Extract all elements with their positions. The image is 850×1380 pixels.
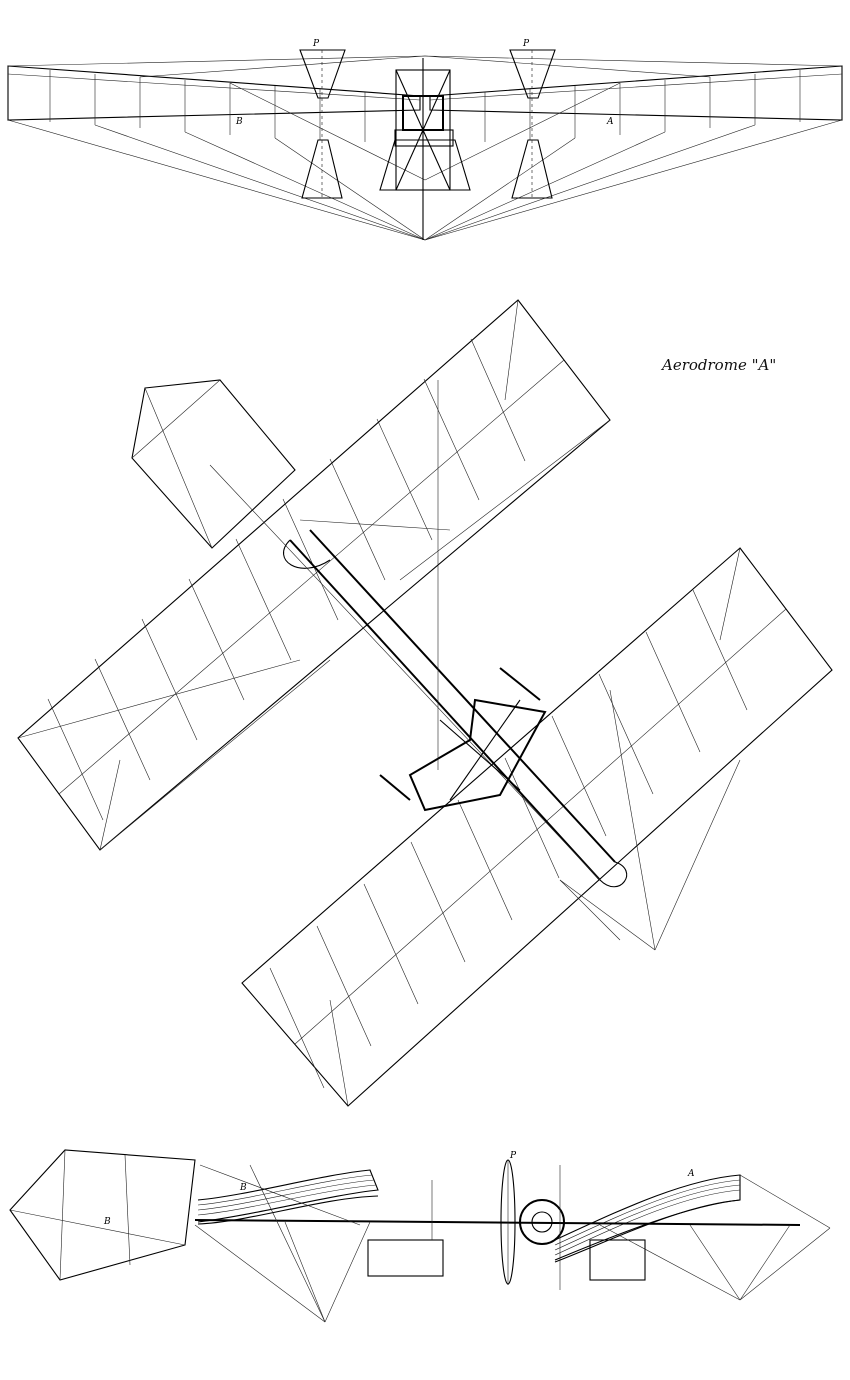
front-propeller-left bbox=[299, 49, 346, 199]
plan-engine-block bbox=[408, 698, 547, 812]
front-right-wing bbox=[429, 65, 843, 142]
plan-front-wing bbox=[241, 547, 833, 1107]
plan-rigging bbox=[17, 380, 741, 951]
plan-view bbox=[17, 299, 833, 1107]
side-label-b-wing: B bbox=[239, 1183, 247, 1193]
front-elevation-view: P P B A bbox=[7, 39, 843, 241]
drawing-caption: Aerodrome "A" bbox=[662, 356, 777, 374]
plan-rear-wing bbox=[17, 299, 611, 851]
side-rear-wing-ribs bbox=[197, 1169, 379, 1225]
plan-propellers bbox=[379, 667, 541, 801]
front-label-a: A bbox=[606, 117, 614, 127]
front-label-p-right: P bbox=[522, 39, 530, 49]
front-label-p-left: P bbox=[312, 39, 320, 49]
plan-fuselage bbox=[209, 464, 628, 888]
plan-tail bbox=[131, 379, 296, 549]
front-propeller-right bbox=[509, 49, 556, 199]
front-bracing-wires bbox=[7, 55, 843, 241]
front-left-wing bbox=[7, 65, 421, 142]
side-fuselage bbox=[194, 1199, 801, 1281]
side-label-a-wing: A bbox=[687, 1169, 695, 1179]
side-tail bbox=[9, 1149, 196, 1281]
side-label-b-tail: B bbox=[103, 1217, 111, 1227]
front-label-b: B bbox=[235, 117, 243, 127]
side-front-wing-ribs bbox=[554, 1174, 741, 1263]
side-label-p: P bbox=[509, 1151, 517, 1161]
side-rigging bbox=[194, 1164, 831, 1323]
side-propeller bbox=[500, 1159, 516, 1285]
side-elevation-view: B B A P bbox=[9, 1149, 831, 1323]
front-fuselage-frame bbox=[379, 58, 471, 240]
